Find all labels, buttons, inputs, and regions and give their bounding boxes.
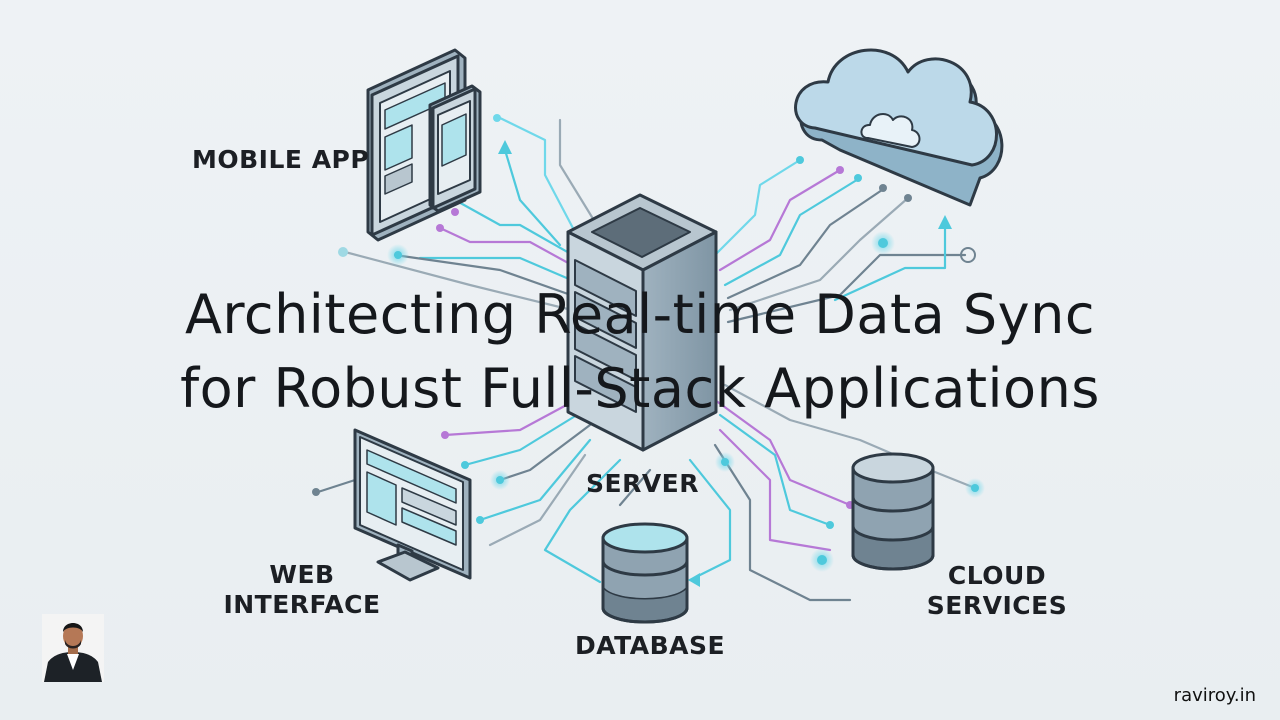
- title-line-2: for Robust Full-Stack Applications: [180, 357, 1100, 420]
- link-server-cloud-6: [713, 158, 802, 257]
- web-interface-label: WEB INTERFACE: [222, 560, 382, 620]
- link-server-cs-3: [718, 428, 832, 552]
- cloud-icon: [794, 48, 1004, 207]
- server-icon: [566, 193, 718, 452]
- server-label: SERVER: [586, 469, 700, 498]
- link-server-cloud-4: [728, 196, 910, 312]
- link-server-cloud-1: [718, 168, 842, 272]
- link-server-mobile-8: [558, 118, 597, 224]
- link-server-cloud-5: [726, 253, 967, 324]
- link-server-mobile-6: [503, 148, 562, 247]
- link-server-mobile-5: [343, 250, 582, 314]
- cloud-services-label: CLOUD SERVICES: [922, 561, 1072, 621]
- arrow-heads: [498, 140, 952, 587]
- link-server-cs-4: [713, 443, 852, 602]
- cloud-services-label-line1: CLOUD: [947, 561, 1047, 590]
- link-server-web-4: [478, 438, 592, 522]
- link-server-mobile-4: [393, 253, 587, 302]
- web-interface-label-line1: WEB: [269, 560, 335, 589]
- connection-lines: [316, 116, 977, 602]
- link-server-mobile-2: [438, 226, 592, 277]
- link-server-web-1: [443, 393, 587, 437]
- link-server-cloud-2: [723, 176, 862, 287]
- link-server-web-2: [463, 408, 587, 467]
- link-server-db-3: [618, 468, 652, 507]
- link-server-cloud-7: [833, 218, 947, 302]
- cloud-services-label-line2: SERVICES: [926, 591, 1068, 620]
- database-label: DATABASE: [575, 631, 726, 660]
- link-server-cs-5: [723, 383, 977, 490]
- link-server-web-6: [316, 478, 357, 494]
- endpoint-dots: [312, 114, 985, 572]
- web-interface-label-line2: INTERFACE: [223, 590, 381, 619]
- arrow-up-icon: [938, 215, 952, 229]
- link-server-db-1: [543, 458, 622, 584]
- mobile-app-icon: [366, 48, 482, 242]
- link-server-mobile-7: [498, 116, 577, 234]
- arrow-up-icon: [498, 140, 512, 154]
- link-server-web-5: [488, 453, 587, 547]
- link-server-web-3: [498, 423, 592, 482]
- arrow-left-icon: [688, 573, 700, 587]
- author-avatar: [42, 614, 104, 682]
- link-server-cloud-3: [726, 186, 887, 300]
- web-interface-icon: [353, 428, 472, 582]
- link-server-mobile-1: [453, 198, 587, 264]
- cloud-services-icon: [851, 452, 935, 571]
- page-title: Architecting Real-time Data Sync for Rob…: [0, 278, 1280, 426]
- title-line-1: Architecting Real-time Data Sync: [184, 283, 1096, 346]
- mobile-app-label: MOBILE APP: [192, 145, 370, 174]
- site-url[interactable]: raviroy.in: [1173, 685, 1256, 706]
- link-server-db-2: [688, 458, 732, 582]
- link-server-cs-1: [713, 398, 852, 507]
- link-server-cs-2: [718, 413, 832, 527]
- database-icon: [601, 522, 689, 624]
